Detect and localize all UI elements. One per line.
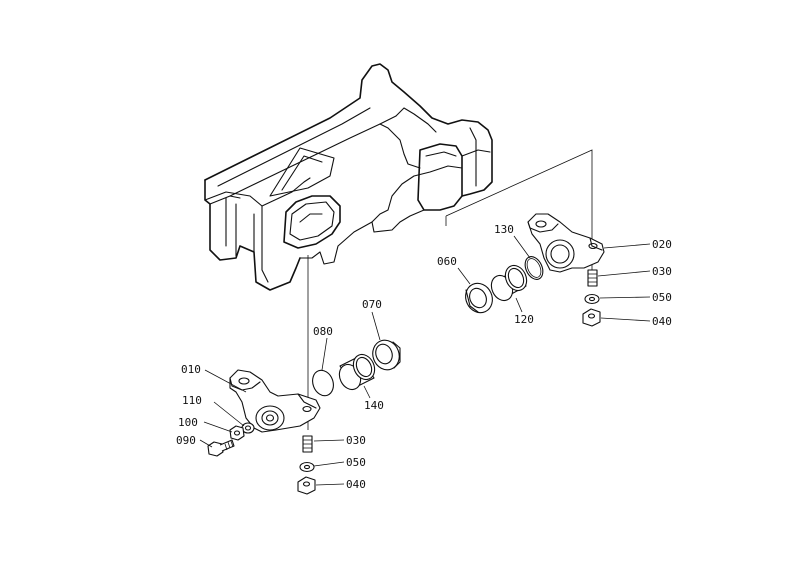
label-010: 010 (181, 363, 201, 376)
label-110: 110 (182, 394, 202, 407)
part-020-bracket-right (527, 213, 605, 273)
part-120-bushing (490, 264, 528, 302)
label-030-left: 030 (346, 434, 366, 447)
label-090: 090 (176, 434, 196, 447)
part-040-nut-right (582, 308, 601, 327)
part-070-seal (372, 339, 401, 371)
label-060: 060 (437, 255, 457, 268)
label-030-right: 030 (652, 265, 672, 278)
part-080-ring (312, 369, 334, 397)
part-050-washer-left (299, 461, 315, 473)
label-100: 100 (178, 416, 198, 429)
label-070: 070 (362, 298, 382, 311)
callout-leaders (199, 235, 651, 486)
label-040-left: 040 (346, 478, 366, 491)
label-050-right: 050 (652, 291, 672, 304)
part-140-bushing (338, 353, 376, 391)
part-100-nut (229, 425, 245, 441)
label-050-left: 050 (346, 456, 366, 469)
label-140: 140 (364, 399, 384, 412)
callout-labels: 010 110 100 090 030 050 040 080 070 140 … (176, 223, 672, 491)
label-120: 120 (514, 313, 534, 326)
part-030-stud-right (587, 269, 598, 287)
part-090-bolt (207, 439, 235, 457)
label-130: 130 (494, 223, 514, 236)
label-080: 080 (313, 325, 333, 338)
label-040-right: 040 (652, 315, 672, 328)
label-020: 020 (652, 238, 672, 251)
part-030-stud-left (302, 435, 313, 453)
part-040-nut-left (297, 476, 316, 495)
part-060-seal (465, 282, 493, 314)
axle-housing (204, 63, 493, 291)
part-010-bracket-left (229, 369, 321, 433)
part-050-washer-right (584, 293, 600, 305)
